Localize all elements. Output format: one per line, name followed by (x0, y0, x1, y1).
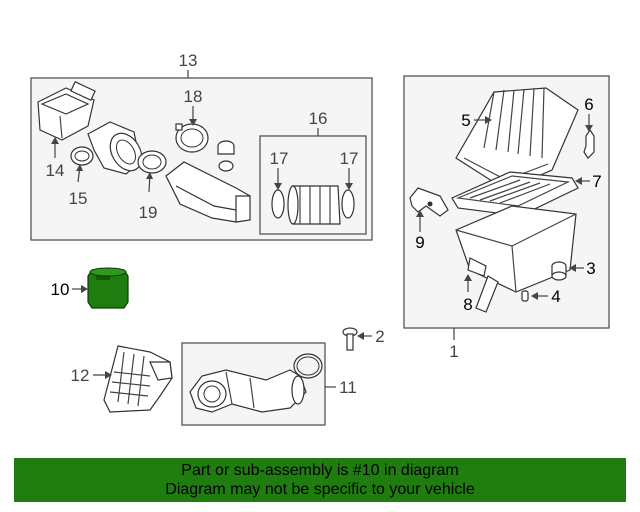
part-4-pin[interactable] (521, 290, 529, 302)
callout-6[interactable]: 6 (584, 95, 593, 114)
callout-10[interactable]: 10 (51, 280, 70, 299)
callout-4[interactable]: 4 (551, 287, 560, 306)
part-8-lower-case[interactable] (455, 205, 577, 313)
banner-line-2: Diagram may not be specific to your vehi… (165, 481, 475, 498)
callout-2[interactable]: 2 (375, 327, 384, 346)
callout-18[interactable]: 18 (184, 87, 203, 106)
part-18-clamp[interactable] (175, 123, 209, 153)
banner-line-1: Part or sub-assembly is #10 in diagram (181, 462, 459, 479)
callout-17-right[interactable]: 17 (340, 149, 359, 168)
callout-1[interactable]: 1 (449, 342, 458, 361)
callout-16[interactable]: 16 (309, 109, 328, 128)
part-2-bolt[interactable] (342, 327, 358, 351)
callout-9[interactable]: 9 (415, 233, 424, 252)
callout-7[interactable]: 7 (592, 172, 601, 191)
part-10-highlighted[interactable] (87, 267, 129, 309)
callout-17-left[interactable]: 17 (270, 149, 289, 168)
part-3-grommet[interactable] (551, 261, 567, 281)
parts-diagram: 13 16 14 15 (30, 51, 610, 426)
part-17-right-clamp[interactable] (341, 189, 355, 219)
part-11-o-ring[interactable] (293, 353, 323, 379)
callout-8[interactable]: 8 (463, 295, 472, 314)
callout-19[interactable]: 19 (139, 203, 158, 222)
callout-15[interactable]: 15 (69, 189, 88, 208)
callout-12[interactable]: 12 (71, 366, 90, 385)
part-intake-coupler[interactable] (87, 121, 148, 176)
part-9-bracket[interactable] (409, 187, 449, 217)
info-banner: Part or sub-assembly is #10 in diagram D… (14, 458, 626, 502)
assembly-1-group: 1 5 6 7 9 (403, 75, 610, 361)
assembly-13-group: 13 16 14 15 (30, 51, 373, 241)
callout-3[interactable]: 3 (586, 259, 595, 278)
part-7-filter[interactable] (451, 171, 579, 217)
part-intake-duct[interactable] (165, 161, 251, 223)
assembly-11-group: 11 (181, 342, 357, 426)
part-15-clamp[interactable] (70, 146, 94, 166)
part-12-shield[interactable] (103, 345, 173, 413)
part-6-clip[interactable] (583, 128, 595, 159)
part-14-inlet-duct[interactable] (37, 81, 96, 141)
part-17-left-clamp[interactable] (271, 189, 285, 219)
part-19-clamp[interactable] (137, 150, 167, 174)
callout-11[interactable]: 11 (339, 378, 357, 397)
part-16-hose[interactable] (287, 185, 341, 225)
part-grommet[interactable] (217, 140, 235, 172)
callout-14[interactable]: 14 (46, 161, 65, 180)
callout-13[interactable]: 13 (179, 51, 198, 70)
part-11-intake-tube[interactable] (189, 369, 307, 413)
callout-5[interactable]: 5 (461, 111, 470, 130)
